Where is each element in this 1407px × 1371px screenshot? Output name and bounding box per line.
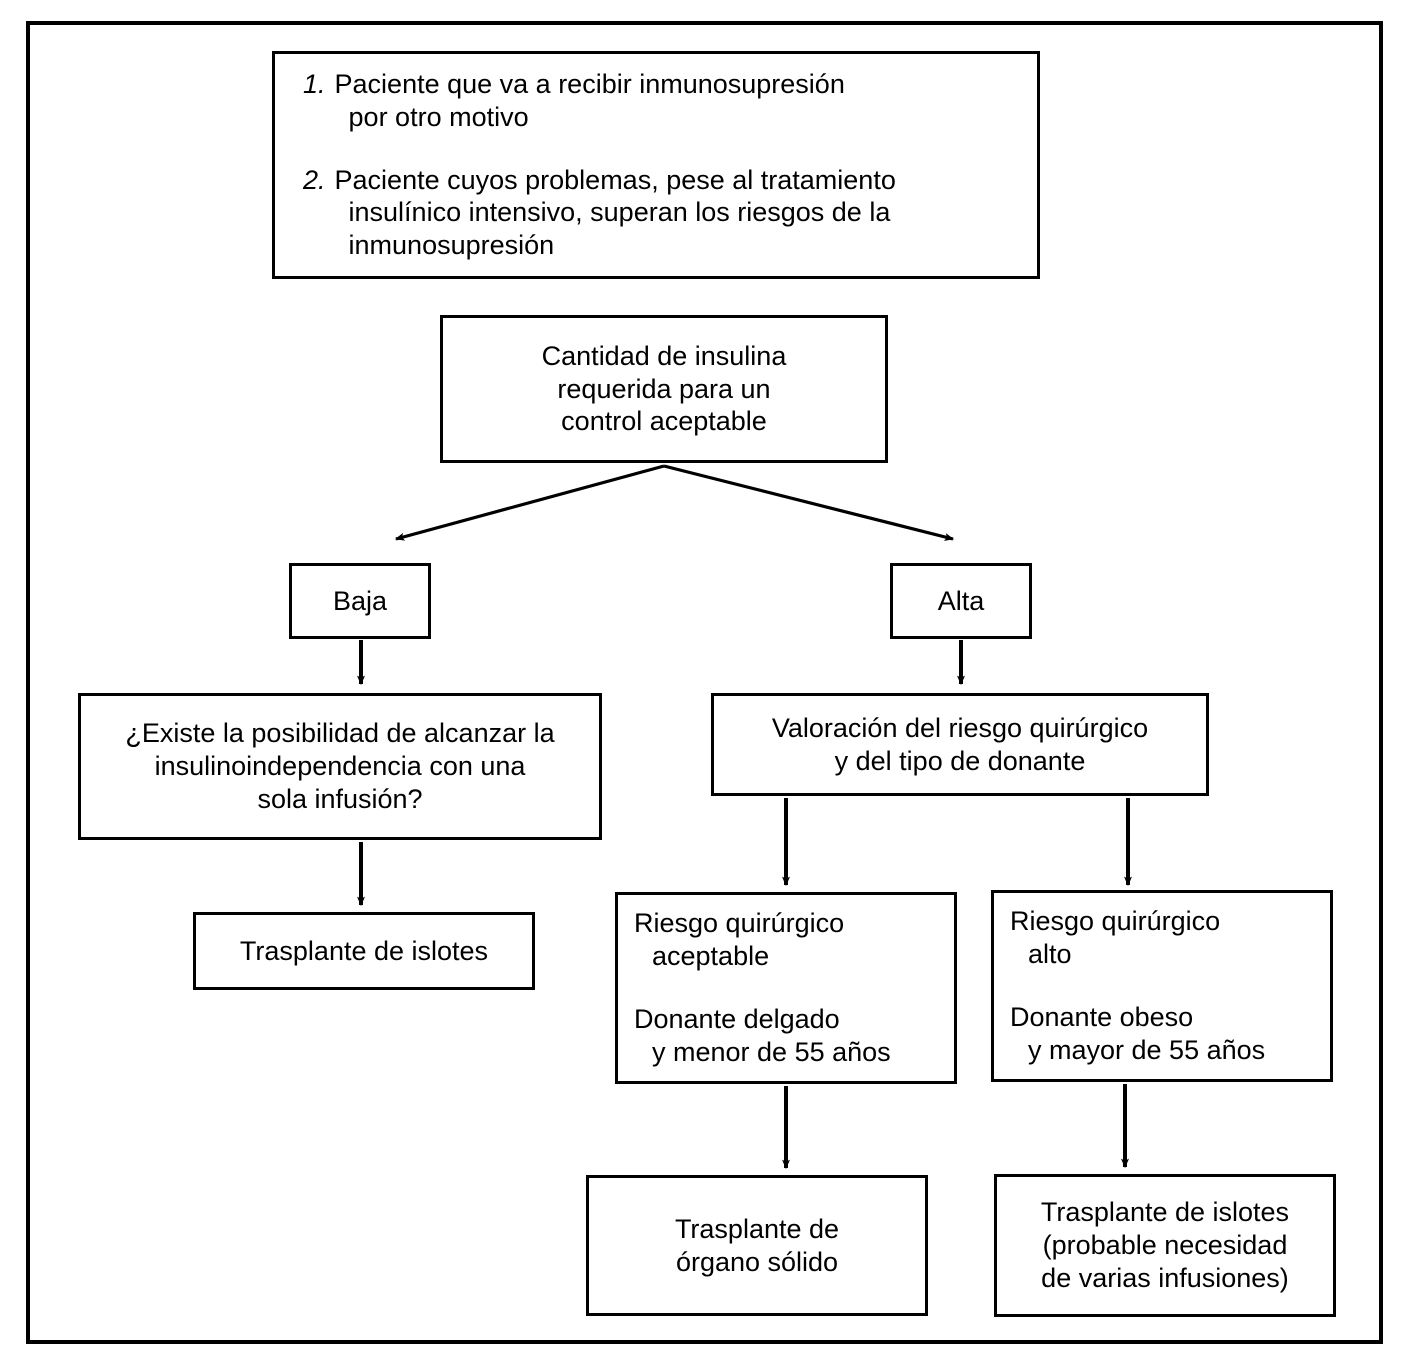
node-risk-high-line3: Donante obeso [1010, 1002, 1194, 1032]
node-question-line3: sola infusión? [257, 783, 423, 814]
node-baja: Baja [289, 563, 431, 639]
node-risk-acceptable-text: Riesgo quirúrgico aceptable Donante delg… [618, 907, 954, 1069]
node-alta: Alta [890, 563, 1032, 639]
criteria-item-2-number: 2. [303, 164, 326, 195]
node-insulin-amount-line1: Cantidad de insulina [541, 340, 787, 371]
node-trasplante-organo-solido: Trasplante de órgano sólido [586, 1175, 928, 1316]
node-insulin-amount-line3: control aceptable [561, 406, 767, 437]
node-question-insulinoindependencia: ¿Existe la posibilidad de alcanzar la in… [78, 693, 602, 840]
node-solid-organ-line1: Trasplante de [674, 1213, 840, 1244]
node-risk-high-text: Riesgo quirúrgico alto Donante obeso y m… [994, 905, 1330, 1067]
node-risk-acceptable-line3: Donante delgado [634, 1004, 840, 1034]
criteria-item-2-line1: Paciente cuyos problemas, pese al tratam… [334, 164, 896, 195]
diagram-outer-frame [26, 21, 1383, 1344]
node-baja-label: Baja [332, 585, 388, 616]
node-question-text: ¿Existe la posibilidad de alcanzar la in… [81, 717, 599, 816]
node-valoracion-line1: Valoración del riesgo quirúrgico [771, 712, 1149, 743]
node-islotes-multi-line3: de varias infusiones) [1041, 1262, 1289, 1293]
node-riesgo-alto: Riesgo quirúrgico alto Donante obeso y m… [991, 890, 1333, 1082]
node-risk-acceptable-spacer [634, 973, 938, 1003]
criteria-item-2-line2: insulínico intensivo, superan los riesgo… [348, 197, 891, 228]
node-solid-organ-text: Trasplante de órgano sólido [589, 1213, 925, 1279]
node-islotes-multi-line1: Trasplante de islotes [1040, 1197, 1290, 1228]
criteria-item-1-number: 1. [303, 68, 326, 99]
node-risk-high-spacer [1010, 971, 1314, 1001]
node-riesgo-aceptable: Riesgo quirúrgico aceptable Donante delg… [615, 892, 957, 1084]
node-islotes-multi-line2: (probable necesidad [1042, 1230, 1288, 1261]
node-criteria: 1. Paciente que va a recibir inmunosupre… [272, 51, 1040, 279]
criteria-item-1: 1. Paciente que va a recibir inmunosupre… [303, 68, 845, 134]
node-risk-high-line1: Riesgo quirúrgico [1010, 906, 1221, 937]
criteria-item-1-line1: Paciente que va a recibir inmunosupresió… [334, 68, 845, 99]
criteria-item-1-text: Paciente que va a recibir inmunosupresió… [335, 68, 845, 134]
node-valoracion-line2: y del tipo de donante [834, 745, 1086, 776]
node-valoracion-text: Valoración del riesgo quirúrgico y del t… [714, 712, 1206, 778]
node-alta-label: Alta [937, 585, 985, 616]
node-insulin-amount-text: Cantidad de insulina requerida para un c… [443, 340, 885, 439]
node-insulin-amount-line2: requerida para un [557, 373, 771, 404]
node-question-line2: insulinoindependencia con una [154, 751, 526, 782]
node-risk-high-line2: alto [1028, 939, 1072, 970]
node-trasplante-islotes: Trasplante de islotes [193, 912, 535, 990]
criteria-item-1-line2: por otro motivo [348, 101, 529, 132]
node-risk-acceptable-line4: y menor de 55 años [652, 1036, 891, 1067]
node-risk-acceptable-line2: aceptable [652, 941, 770, 972]
node-insulin-amount: Cantidad de insulina requerida para un c… [440, 315, 888, 463]
node-trasplante-islotes-multiple: Trasplante de islotes (probable necesida… [994, 1174, 1336, 1317]
node-valoracion-riesgo: Valoración del riesgo quirúrgico y del t… [711, 693, 1209, 796]
criteria-item-2-text: Paciente cuyos problemas, pese al tratam… [335, 164, 896, 263]
node-solid-organ-line2: órgano sólido [675, 1246, 839, 1277]
criteria-item-2: 2. Paciente cuyos problemas, pese al tra… [303, 164, 896, 263]
criteria-item-2-line3: inmunosupresión [348, 230, 555, 261]
node-islotes-multi-text: Trasplante de islotes (probable necesida… [997, 1196, 1333, 1295]
node-islotes-label: Trasplante de islotes [239, 935, 489, 966]
node-risk-acceptable-line1: Riesgo quirúrgico [634, 908, 845, 939]
node-risk-high-line4: y mayor de 55 años [1028, 1034, 1266, 1065]
node-question-line1: ¿Existe la posibilidad de alcanzar la [125, 718, 555, 749]
